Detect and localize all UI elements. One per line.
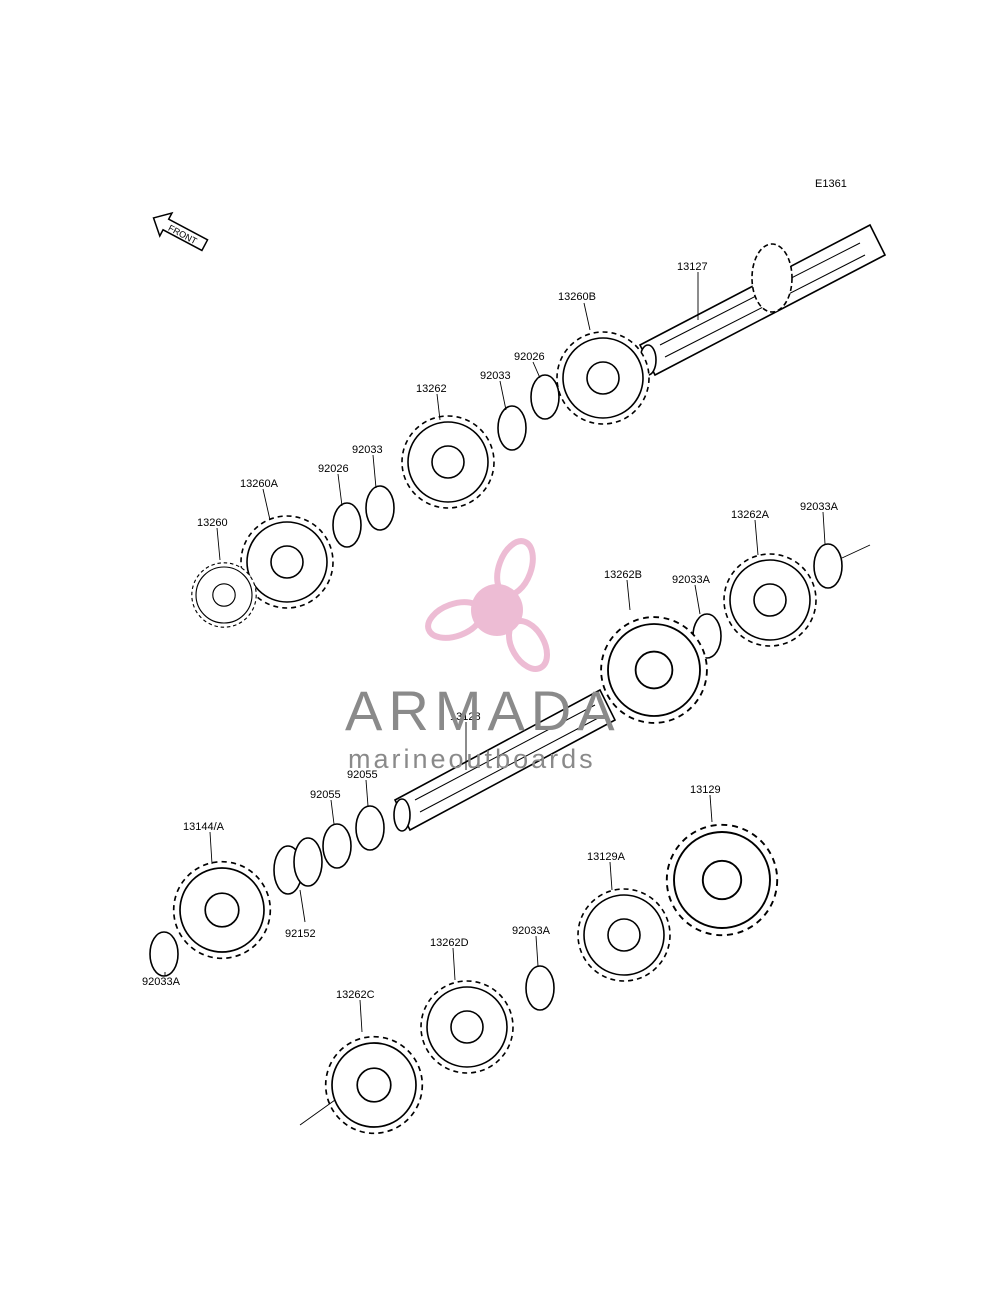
- label-13260: 13260: [197, 517, 228, 529]
- gear-13260B: [556, 331, 650, 425]
- gear-13129: [665, 823, 779, 937]
- leader-lines: [164, 272, 826, 1033]
- ring-92026-top: [530, 374, 560, 420]
- label-13262C: 13262C: [336, 989, 375, 1001]
- ring-92033A-low: [525, 965, 555, 1011]
- label-13127: 13127: [677, 261, 708, 273]
- label-13262D: 13262D: [430, 937, 469, 949]
- diagram-code: E1361: [815, 178, 847, 190]
- label-92033-top: 92033: [480, 370, 511, 382]
- watermark-brand: ARMADA: [345, 679, 621, 742]
- label-92033-mid: 92033: [352, 444, 383, 456]
- watermark-tagline: marineoutboards: [348, 744, 596, 774]
- ring-92033-top: [497, 405, 527, 451]
- label-13262: 13262: [416, 383, 447, 395]
- gear-13262D: [420, 980, 514, 1074]
- shaft-13128: [393, 688, 617, 832]
- label-13260A: 13260A: [240, 478, 279, 490]
- label-13129: 13129: [690, 784, 721, 796]
- label-92033A-left: 92033A: [142, 976, 181, 988]
- front-arrow-icon: FRONT: [152, 211, 209, 252]
- label-92055-a: 92055: [310, 789, 341, 801]
- label-13260B: 13260B: [558, 291, 596, 303]
- gear-13129A: [577, 888, 671, 982]
- label-92033A-mid: 92033A: [672, 574, 711, 586]
- ring-92055-b: [355, 805, 385, 851]
- label-92033A-low: 92033A: [512, 925, 551, 937]
- ring-92033A-right: [813, 543, 843, 589]
- label-92055-b: 92055: [347, 769, 378, 781]
- label-92152: 92152: [285, 928, 316, 940]
- gear-13260: [191, 562, 257, 628]
- shaft-13127: [638, 223, 887, 377]
- watermark-logo-icon: [425, 538, 550, 672]
- label-13262B: 13262B: [604, 569, 642, 581]
- label-13129A: 13129A: [587, 851, 626, 863]
- label-92026-mid: 92026: [318, 463, 349, 475]
- ring-92033A-left: [149, 931, 179, 977]
- ring-92055-a: [322, 823, 352, 869]
- gear-13262C: [324, 1035, 424, 1135]
- ring-92026-mid: [332, 502, 362, 548]
- ring-92033-mid: [365, 485, 395, 531]
- label-13262A: 13262A: [731, 509, 770, 521]
- label-13128: 13128: [450, 711, 481, 723]
- label-92026-top: 92026: [514, 351, 545, 363]
- sprocket-13144A: [172, 860, 272, 960]
- label-92033A-right: 92033A: [800, 501, 839, 513]
- label-13144A: 13144/A: [183, 821, 225, 833]
- gear-13262: [401, 415, 495, 509]
- gear-13262A: [723, 553, 817, 647]
- bushing-92152: [273, 837, 323, 895]
